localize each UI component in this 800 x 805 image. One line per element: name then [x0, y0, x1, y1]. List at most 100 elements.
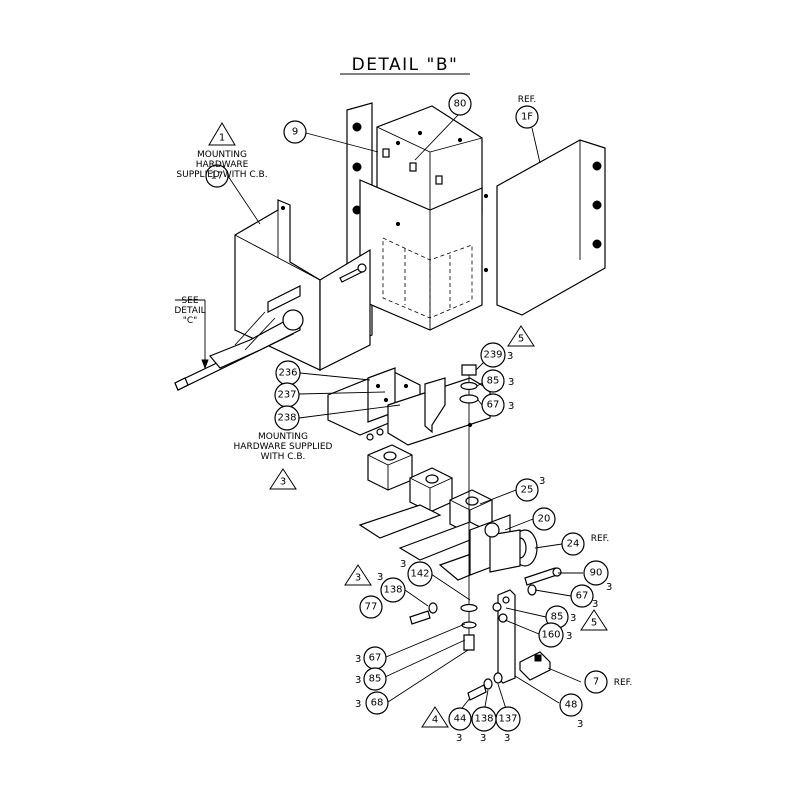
see-detail-line1: SEE	[181, 296, 198, 306]
terminal-blocks	[367, 444, 493, 535]
flag-3a-label: 3	[280, 477, 286, 488]
callout-236-label: 236	[278, 368, 297, 379]
callout-138b-label: 138	[474, 714, 493, 725]
callout-138b: 138 3	[471, 706, 497, 744]
note-top-line3: SUPPLIED WITH C.B.	[176, 170, 267, 180]
callout-25: 25 3	[515, 476, 545, 502]
callout-25-qty: 3	[539, 476, 545, 487]
flag-5a: 5	[507, 325, 535, 347]
note-mid-line1: MOUNTING	[258, 432, 308, 442]
callout-44-label: 44	[454, 714, 467, 725]
callout-67c: 67 3	[355, 646, 387, 670]
callout-67c-qty: 3	[355, 654, 361, 665]
callout-90-qty: 3	[606, 582, 612, 593]
callout-80: 80	[448, 92, 472, 116]
note-mounting-hardware-top: MOUNTING HARDWARE SUPPLIED WITH C.B.	[176, 150, 267, 180]
callout-67b-qty: 3	[592, 599, 598, 610]
callout-67b: 67 3	[570, 584, 598, 610]
mounting-plate-assembly	[327, 367, 491, 446]
callout-68: 68 3	[355, 691, 389, 715]
callout-239-qty: 3	[507, 351, 513, 362]
callout-7: 7 REF.	[584, 670, 633, 694]
terminal-block-3	[449, 489, 493, 535]
callout-17: 17	[205, 164, 229, 188]
callout-85c: 85 3	[355, 667, 387, 691]
callout-85b-label: 85	[551, 612, 564, 623]
actuator-24	[489, 529, 538, 573]
callout-236: 236	[275, 360, 301, 386]
flag-5b-label: 5	[591, 618, 597, 629]
callout-85b-qty: 3	[570, 613, 576, 624]
flag-3b: 3	[344, 564, 372, 586]
callout-160-label: 160	[541, 630, 560, 641]
callout-20-label: 20	[538, 514, 551, 525]
callout-24-label: 24	[567, 539, 580, 550]
see-detail-line2: DETAIL	[174, 306, 205, 316]
flag-3b-label: 3	[355, 573, 361, 584]
callout-24: 24 REF.	[561, 532, 609, 556]
callout-7-ref: REF.	[614, 678, 633, 688]
callout-48-qty: 3	[577, 719, 583, 730]
lower-bracket-plates	[358, 504, 538, 581]
callout-44-qty: 3	[456, 733, 462, 744]
callout-48: 48 3	[559, 693, 583, 730]
callout-85c-qty: 3	[355, 675, 361, 686]
fasteners	[366, 428, 562, 701]
callout-77-label: 77	[365, 602, 378, 613]
callout-138a-label: 138	[383, 585, 402, 596]
callout-67c-label: 67	[369, 653, 382, 664]
callout-138a: 138 3	[377, 572, 406, 603]
callout-137-label: 137	[498, 714, 517, 725]
callout-77: 77	[359, 595, 383, 619]
title-text: DETAIL "B"	[352, 55, 459, 75]
flag-4: 4	[421, 706, 449, 728]
callout-44: 44 3	[448, 707, 472, 744]
flag-3a: 3	[269, 468, 297, 490]
callout-138a-qty: 3	[377, 572, 383, 583]
callout-137-qty: 3	[504, 733, 510, 744]
callout-90-label: 90	[590, 568, 603, 579]
see-detail-line3: "C"	[183, 316, 198, 326]
callout-237-label: 237	[277, 390, 296, 401]
callout-85a-qty: 3	[508, 377, 514, 388]
callout-9-label: 9	[292, 127, 298, 138]
callout-142: 142 3	[400, 559, 433, 587]
operating-shaft	[174, 285, 304, 391]
callout-142-label: 142	[410, 569, 429, 580]
flag-1-label: 1	[219, 133, 225, 144]
terminal-block-1	[367, 444, 413, 491]
callout-238: 238	[274, 405, 300, 431]
callout-239: 239 3	[480, 342, 513, 368]
callout-7-label: 7	[593, 677, 599, 688]
callout-1F-label: 1F	[521, 112, 533, 123]
flange-bolts	[352, 122, 602, 249]
leader-lines	[175, 112, 583, 713]
center-axis-line	[459, 364, 479, 651]
main-housing	[359, 179, 489, 331]
note-mid-line3: WITH C.B.	[261, 452, 306, 462]
callout-160-qty: 3	[566, 631, 572, 642]
callout-142-qty: 3	[400, 559, 406, 570]
callout-160: 160 3	[538, 622, 572, 648]
note-top-line1: MOUNTING	[197, 150, 247, 160]
callout-67a: 67 3	[481, 393, 514, 417]
callout-90: 90 3	[583, 560, 612, 593]
drawing-title: DETAIL "B"	[340, 55, 470, 75]
callout-48-label: 48	[565, 700, 578, 711]
callout-9: 9	[283, 120, 307, 144]
callout-1F: 1F REF.	[515, 95, 539, 129]
callout-85a: 85 3	[481, 369, 514, 393]
flag-5a-label: 5	[518, 334, 524, 345]
callout-80-label: 80	[454, 99, 467, 110]
note-see-detail: SEE DETAIL "C"	[174, 296, 205, 326]
flag-5b: 5	[580, 609, 608, 631]
callout-68-label: 68	[371, 698, 384, 709]
callout-85a-label: 85	[487, 376, 500, 387]
terminal-block-2	[409, 467, 453, 513]
callout-239-label: 239	[483, 350, 502, 361]
flag-1: 1	[208, 122, 236, 146]
callout-67b-label: 67	[576, 591, 589, 602]
note-top-line2: HARDWARE	[196, 160, 249, 170]
